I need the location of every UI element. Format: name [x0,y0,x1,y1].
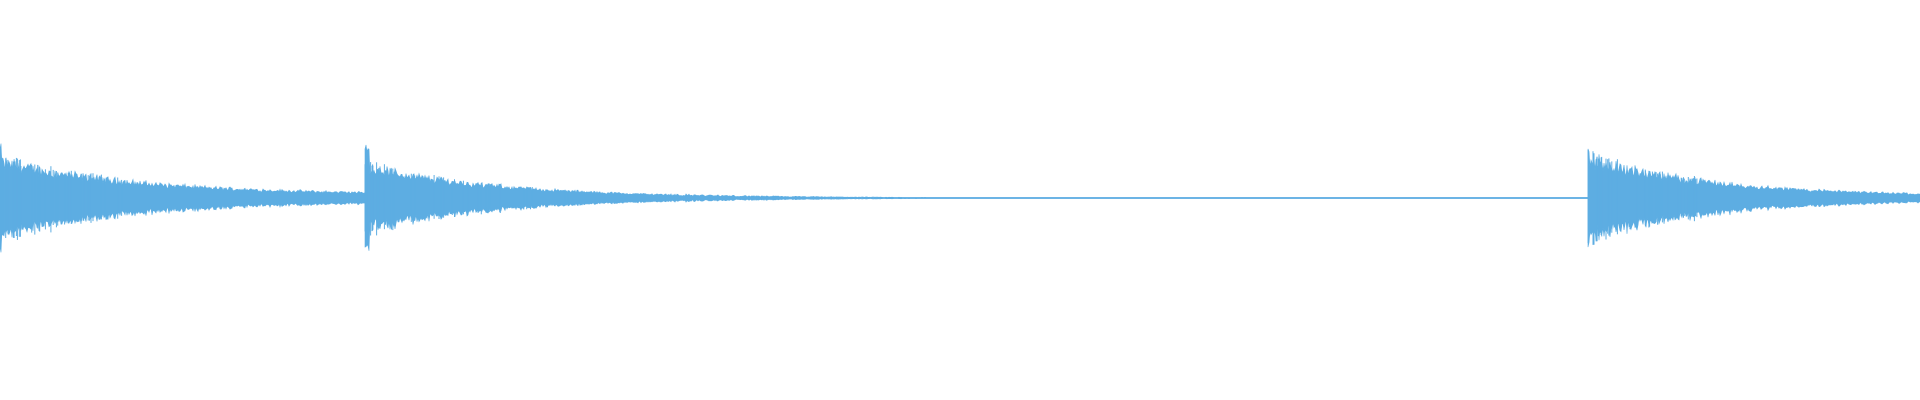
waveform-envelope [0,143,366,253]
waveform-segment-2 [364,144,1589,251]
waveform-envelope [364,144,1589,251]
waveform-segment-3 [1587,148,1920,248]
waveform-envelope [1587,148,1920,248]
waveform-segment-1 [0,143,366,253]
